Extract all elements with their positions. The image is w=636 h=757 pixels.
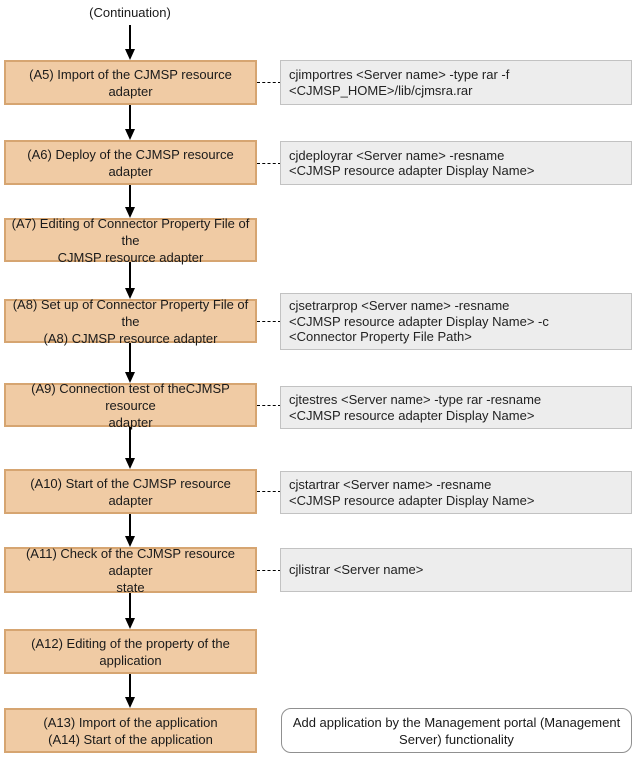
dashed-connector-a8 (257, 321, 281, 322)
step-box-a8: (A8) Set up of Connector Property File o… (4, 297, 257, 346)
step-box-a6: (A6) Deploy of the CJMSP resource adapte… (4, 140, 257, 185)
flow-arrow (122, 185, 138, 218)
command-box-a8: cjsetrarprop <Server name> -resname <CJM… (280, 293, 632, 350)
step-box-a10: (A10) Start of the CJMSP resource adapte… (4, 469, 257, 514)
flow-arrow (122, 25, 138, 60)
dashed-connector-a10 (257, 491, 281, 492)
command-box-a6: cjdeployrar <Server name> -resname <CJMS… (280, 141, 632, 185)
step-box-a11: (A11) Check of the CJMSP resource adapte… (4, 546, 257, 595)
flow-arrow (122, 514, 138, 547)
flow-arrow (122, 427, 138, 469)
flow-arrow (122, 674, 138, 708)
flow-arrow (122, 593, 138, 629)
dashed-connector-a5 (257, 82, 281, 83)
dashed-connector-a11 (257, 570, 281, 571)
flow-arrow (122, 262, 138, 299)
step-box-a9: (A9) Connection test of theCJMSP resourc… (4, 381, 257, 430)
command-box-a10: cjstartrar <Server name> -resname <CJMSP… (280, 471, 632, 514)
flow-arrow (122, 105, 138, 140)
step-box-a13-a14: (A13) Import of the application (A14) St… (4, 708, 257, 753)
command-box-a9: cjtestres <Server name> -type rar -resna… (280, 386, 632, 429)
command-box-a5: cjimportres <Server name> -type rar -f <… (280, 60, 632, 105)
dashed-connector-a6 (257, 163, 281, 164)
command-box-a11: cjlistrar <Server name> (280, 548, 632, 592)
note-box-management-portal: Add application by the Management portal… (281, 708, 632, 753)
step-box-a5: (A5) Import of the CJMSP resource adapte… (4, 60, 257, 105)
step-box-a7: (A7) Editing of Connector Property File … (4, 216, 257, 265)
flow-arrow (122, 343, 138, 383)
continuation-label: (Continuation) (89, 5, 171, 20)
step-box-a12: (A12) Editing of the property of the app… (4, 629, 257, 674)
dashed-connector-a9 (257, 405, 281, 406)
